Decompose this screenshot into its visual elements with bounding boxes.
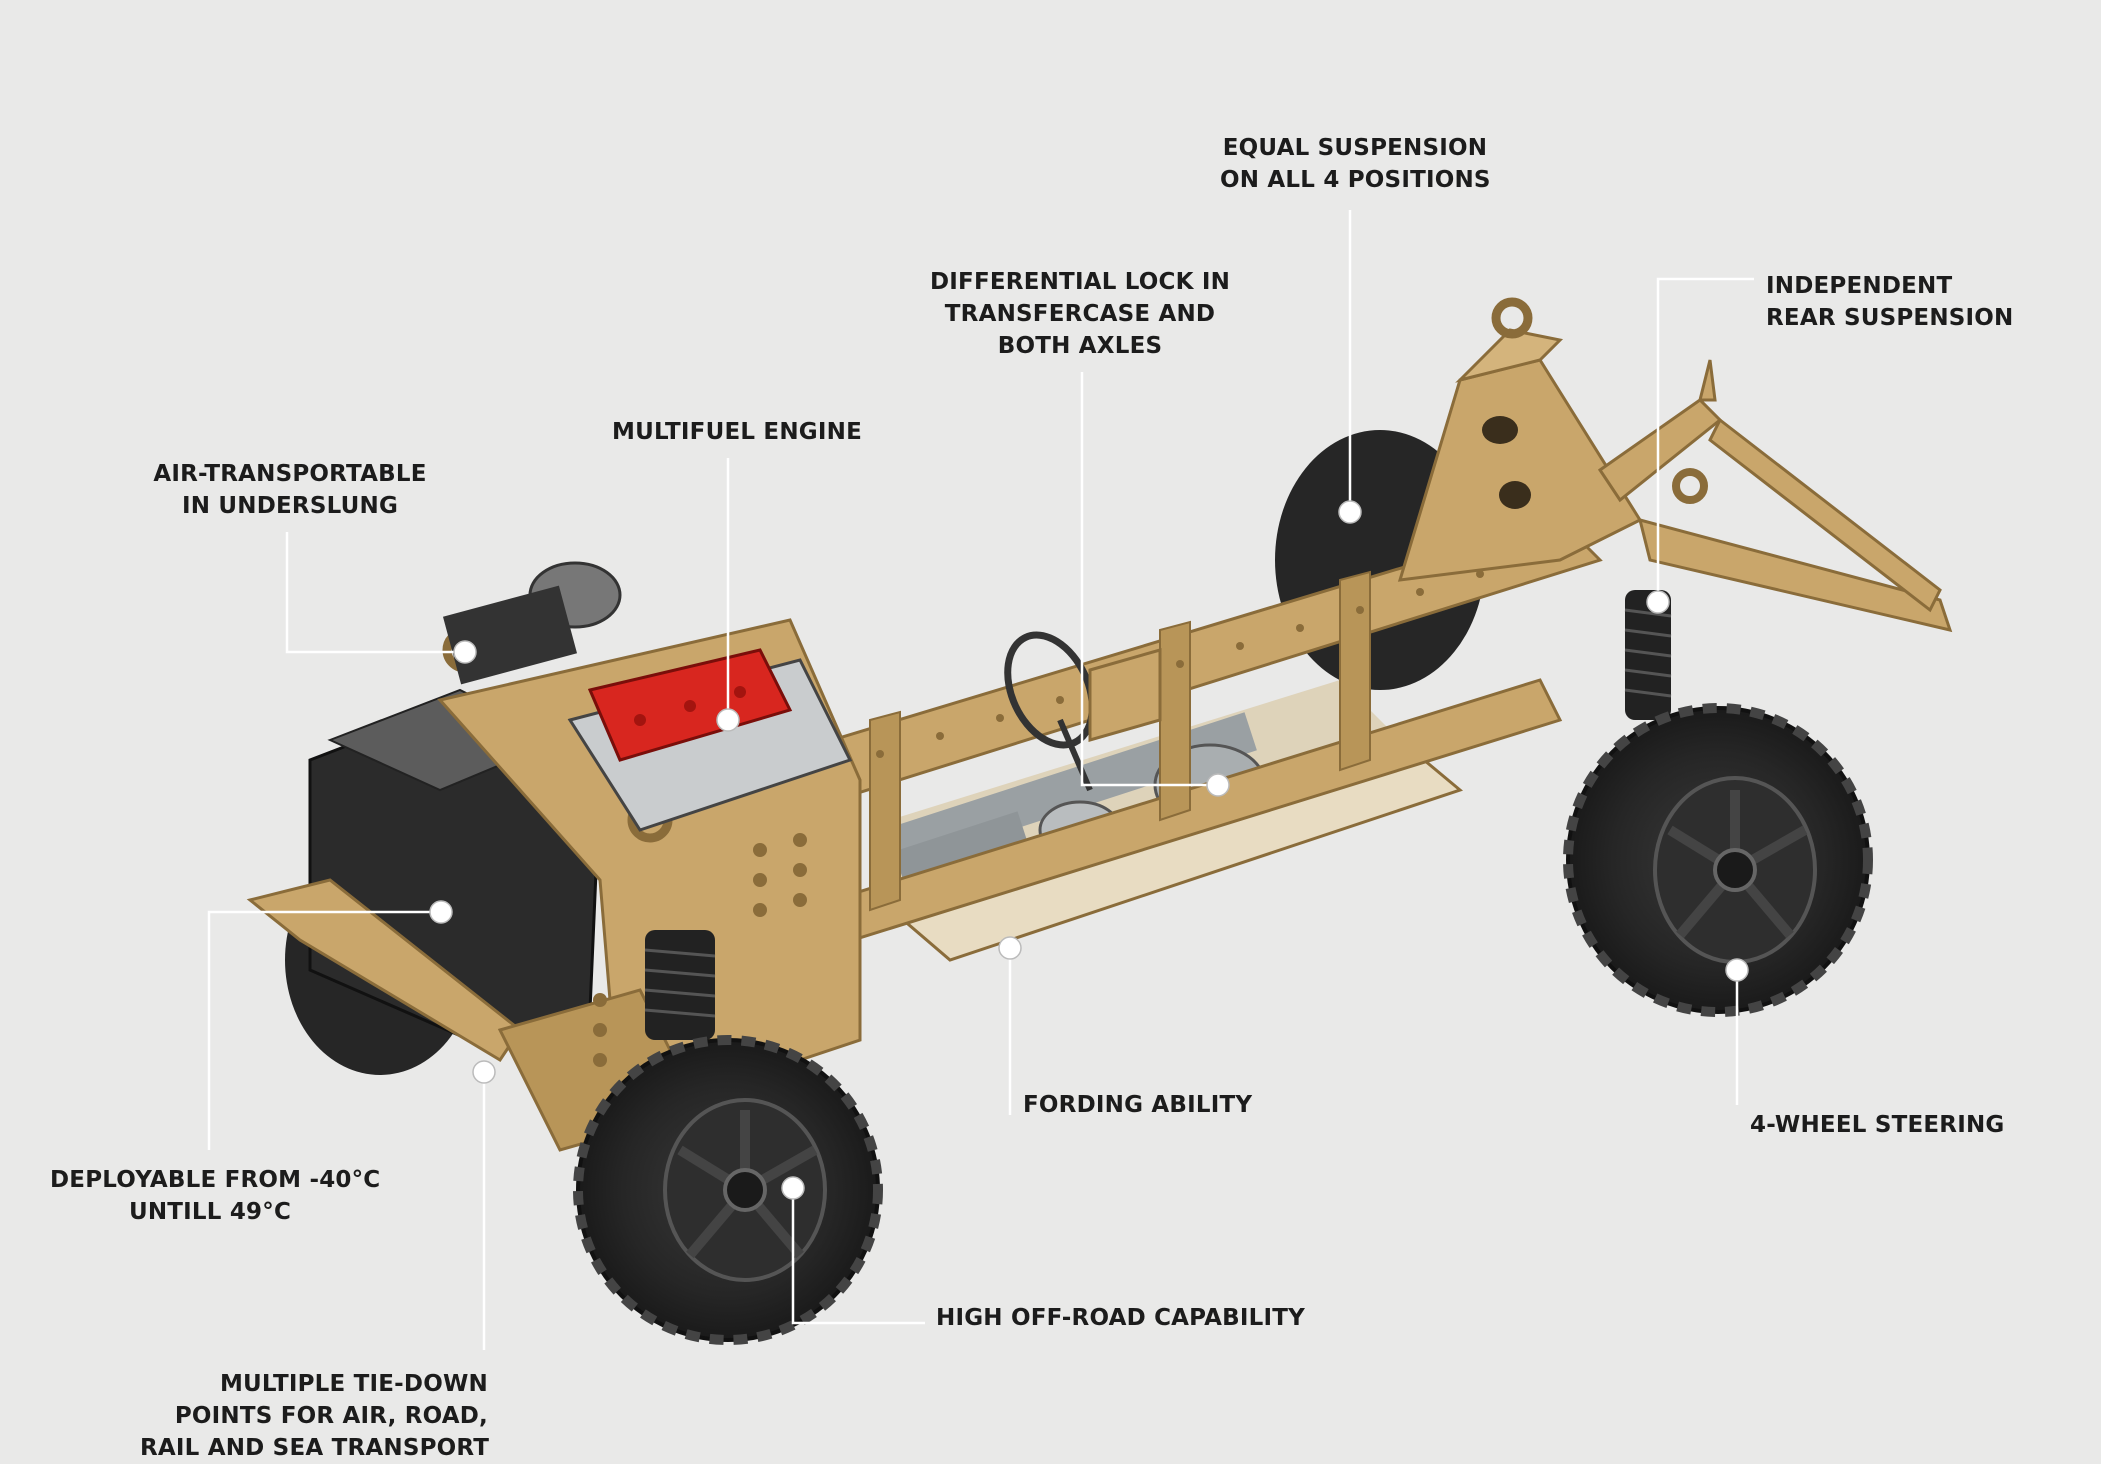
callout-fording-ability: FORDING ABILITY bbox=[1023, 1089, 1252, 1121]
callout-line: TRANSFERCASE AND bbox=[944, 301, 1216, 327]
callout-line: IN UNDERSLUNG bbox=[181, 493, 399, 519]
dot-high-off-road bbox=[781, 1176, 805, 1200]
callout-differential-lock: DIFFERENTIAL LOCK IN TRANSFERCASE AND BO… bbox=[930, 266, 1230, 362]
callout-leaders bbox=[207, 210, 1754, 1350]
front-coil-spring bbox=[644, 930, 716, 1040]
callout-multifuel-engine: MULTIFUEL ENGINE bbox=[612, 416, 862, 448]
leader-air-transportable bbox=[285, 532, 462, 654]
callout-line: 4-WHEEL STEERING bbox=[1750, 1112, 2005, 1138]
callout-line: AIR-TRANSPORTABLE bbox=[153, 461, 427, 487]
dot-independent-rear-suspension bbox=[1646, 590, 1670, 614]
dot-air-transportable bbox=[453, 640, 477, 664]
callout-air-transportable: AIR-TRANSPORTABLE IN UNDERSLUNG bbox=[150, 458, 430, 522]
callout-line: UNTILL 49°C bbox=[128, 1199, 292, 1225]
callout-deployable-temperature: DEPLOYABLE FROM -40°C UNTILL 49°C bbox=[50, 1164, 381, 1228]
leader-deployable bbox=[207, 910, 441, 1150]
callout-dots bbox=[429, 500, 1749, 1200]
callout-line: POINTS FOR AIR, ROAD, bbox=[174, 1403, 488, 1429]
dot-tie-down bbox=[472, 1060, 496, 1084]
dot-fording-ability bbox=[998, 936, 1022, 960]
leader-differential-lock bbox=[1080, 372, 1218, 787]
rear-lifting-frame bbox=[1397, 297, 1953, 720]
rear-coil-spring bbox=[1624, 590, 1672, 720]
rear-right-wheel bbox=[1563, 703, 1873, 1017]
callout-line: DIFFERENTIAL LOCK IN bbox=[930, 269, 1231, 295]
callout-line: EQUAL SUSPENSION bbox=[1222, 135, 1488, 161]
callout-line: FORDING ABILITY bbox=[1023, 1092, 1253, 1118]
callout-line: INDEPENDENT bbox=[1766, 273, 1953, 299]
dot-equal-suspension bbox=[1338, 500, 1362, 524]
dot-four-wheel-steering bbox=[1725, 958, 1749, 982]
callout-line: MULTIFUEL ENGINE bbox=[612, 419, 862, 445]
engine-bay bbox=[246, 561, 862, 1152]
callout-four-wheel-steering: 4-WHEEL STEERING bbox=[1750, 1109, 2005, 1141]
callout-line: ON ALL 4 POSITIONS bbox=[1220, 167, 1491, 193]
leader-independent-rear-suspension bbox=[1656, 277, 1754, 602]
dot-differential-lock bbox=[1206, 773, 1230, 797]
callout-line: REAR SUSPENSION bbox=[1766, 305, 2014, 331]
leader-high-off-road bbox=[791, 1188, 925, 1325]
callout-line: BOTH AXLES bbox=[997, 333, 1163, 359]
callout-tie-down-points: MULTIPLE TIE-DOWN POINTS FOR AIR, ROAD, … bbox=[140, 1368, 490, 1464]
dot-multifuel-engine bbox=[716, 708, 740, 732]
front-right-wheel bbox=[573, 1035, 883, 1345]
callout-line: MULTIPLE TIE-DOWN bbox=[219, 1371, 488, 1397]
callout-line: HIGH OFF-ROAD CAPABILITY bbox=[936, 1305, 1305, 1331]
callout-line: DEPLOYABLE FROM -40°C bbox=[50, 1167, 381, 1193]
callout-independent-rear-suspension: INDEPENDENT REAR SUSPENSION bbox=[1766, 270, 2014, 334]
callout-equal-suspension: EQUAL SUSPENSION ON ALL 4 POSITIONS bbox=[1220, 132, 1490, 196]
steering-wheel bbox=[1004, 631, 1162, 792]
callout-high-off-road: HIGH OFF-ROAD CAPABILITY bbox=[936, 1302, 1305, 1334]
dot-deployable bbox=[429, 900, 453, 924]
callout-line: RAIL AND SEA TRANSPORT bbox=[140, 1435, 490, 1461]
